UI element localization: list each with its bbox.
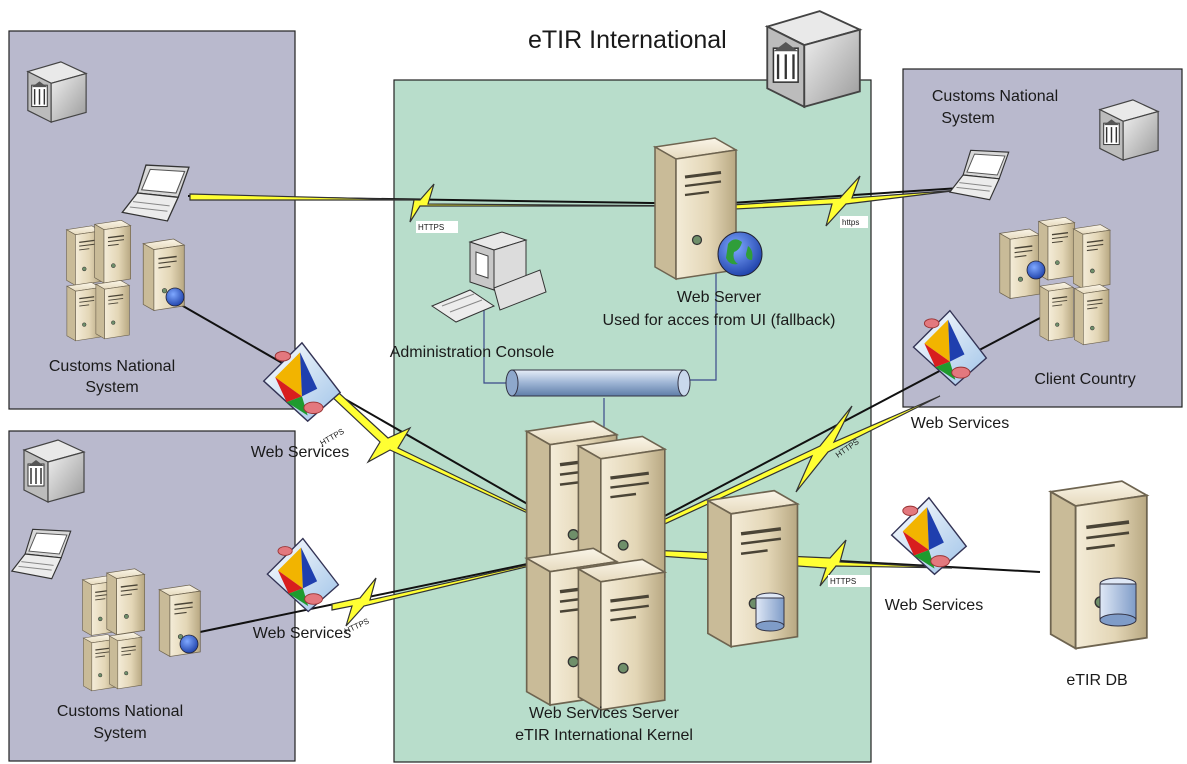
label-customs-tl-line1: Customs National — [49, 358, 175, 375]
server-cluster-bottom-left — [81, 568, 202, 692]
label-client-country: Client Country — [1034, 371, 1135, 388]
kernel-server-cluster — [524, 419, 667, 712]
label-web-services: Web Services — [251, 444, 349, 461]
diagram-title: eTIR International — [528, 26, 727, 54]
label-customs-tl-line2: System — [85, 379, 138, 396]
label-customs-bl-line1: Customs National — [57, 703, 183, 720]
admin-console-pc — [430, 231, 547, 323]
label-customs-bl-line2: System — [93, 725, 146, 742]
label-web-services: Web Services — [911, 415, 1009, 432]
label-ws-server-line2: eTIR International Kernel — [515, 727, 693, 744]
label-customs-tr-line1: Customs National — [932, 88, 1058, 105]
server-cluster-top-left — [65, 219, 186, 342]
label-web-server: Web Server — [677, 289, 762, 306]
server-cluster-client-country — [998, 216, 1112, 346]
building-icon — [766, 9, 862, 109]
building-icon — [23, 439, 85, 503]
label-web-server-note: Used for acces from UI (fallback) — [603, 312, 836, 329]
label-customs-tr-line2: System — [941, 110, 994, 127]
label-ws-server-line1: Web Services Server — [529, 705, 680, 722]
building-icon — [1099, 99, 1159, 161]
message-bus-cylinder — [505, 369, 691, 397]
label-web-services: Web Services — [253, 625, 351, 642]
console-bus-line — [483, 300, 512, 384]
label-etir-db: eTIR DB — [1066, 672, 1127, 689]
building-icon — [27, 61, 87, 123]
etir-db-server — [1051, 481, 1147, 648]
label-web-services: Web Services — [885, 597, 983, 614]
https-label: https — [842, 218, 859, 227]
https-label: HTTPS — [418, 223, 444, 232]
web-server — [653, 136, 763, 281]
webservice-icon — [890, 496, 968, 576]
label-admin-console: Administration Console — [390, 344, 555, 361]
central-db-server — [706, 488, 800, 649]
panel-etir-international — [393, 79, 872, 763]
https-label: HTTPS — [830, 577, 856, 586]
